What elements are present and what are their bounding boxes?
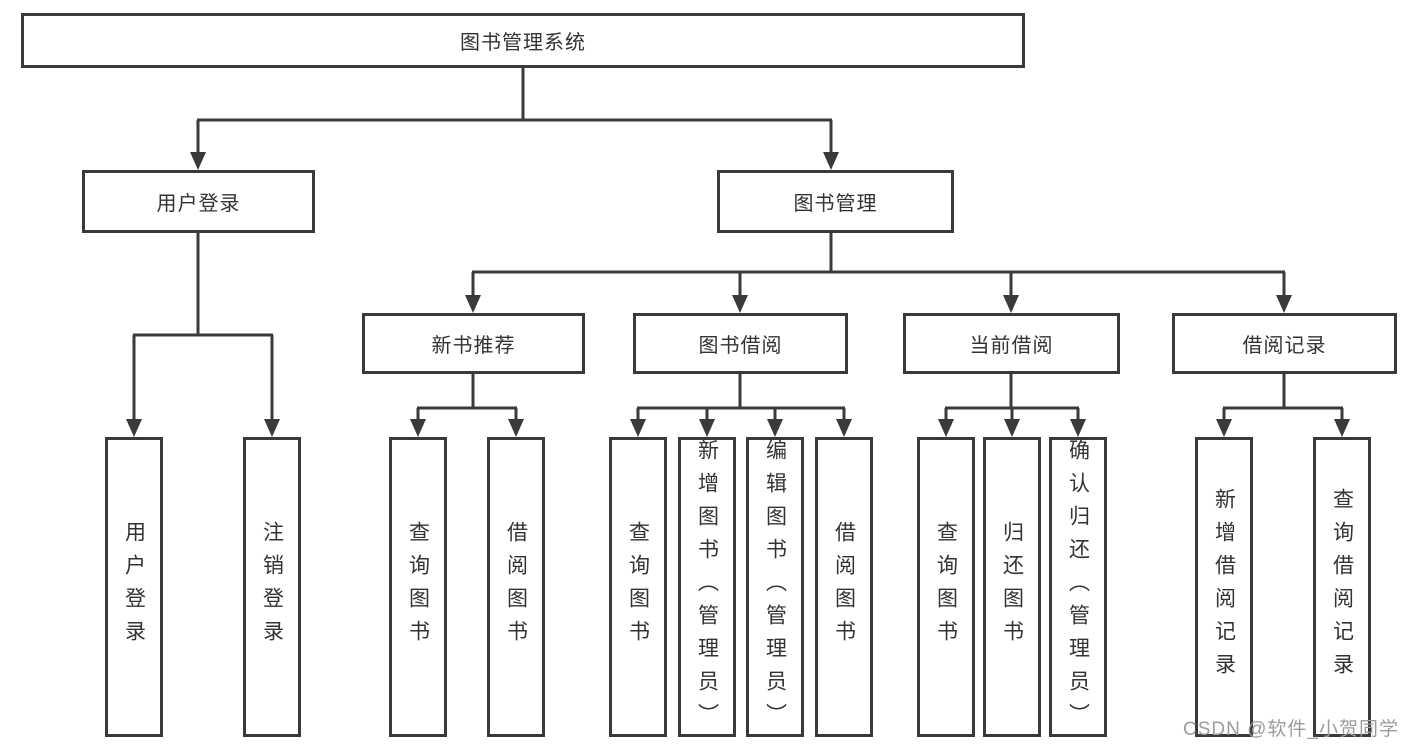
node-label: 查询图书 bbox=[934, 521, 958, 653]
node-book-management: 图书管理 bbox=[717, 170, 954, 233]
node-label: 图书管理 bbox=[793, 193, 878, 215]
node-label: 图书借阅 bbox=[698, 335, 783, 357]
node-nb-query-books: 查询图书 bbox=[389, 437, 447, 737]
node-br-query-record: 查询借阅记录 bbox=[1313, 437, 1371, 737]
node-label: 新增借阅记录 bbox=[1212, 488, 1236, 686]
node-nb-borrow-books: 借阅图书 bbox=[487, 437, 545, 737]
node-label: 图书管理系统 bbox=[460, 32, 586, 54]
node-cb-query-books: 查询图书 bbox=[917, 437, 975, 737]
node-label: 新书推荐 bbox=[431, 335, 516, 357]
node-user-login: 用户登录 bbox=[105, 437, 163, 737]
node-bb-edit-books-admin: 编辑图书（管理员） bbox=[746, 437, 804, 737]
node-book-borrowing: 图书借阅 bbox=[633, 313, 848, 374]
node-label: 查询借阅记录 bbox=[1330, 488, 1354, 686]
node-cb-confirm-return-admin: 确认归还（管理员） bbox=[1049, 437, 1107, 737]
node-borrowing-records: 借阅记录 bbox=[1172, 313, 1397, 374]
node-current-borrowing: 当前借阅 bbox=[903, 313, 1120, 374]
node-label: 当前借阅 bbox=[969, 335, 1054, 357]
node-label: 查询图书 bbox=[626, 521, 650, 653]
node-label: 新增图书（管理员） bbox=[695, 438, 719, 736]
node-label: 借阅图书 bbox=[832, 521, 856, 653]
node-label: 确认归还（管理员） bbox=[1066, 438, 1090, 736]
node-new-book-recommend: 新书推荐 bbox=[362, 313, 585, 374]
node-user-login-group: 用户登录 bbox=[82, 170, 315, 233]
node-label: 用户登录 bbox=[156, 193, 241, 215]
connector-lines bbox=[132, 68, 1344, 422]
node-logout-login: 注销登录 bbox=[243, 437, 301, 737]
node-bb-borrow-books: 借阅图书 bbox=[815, 437, 873, 737]
node-label: 归还图书 bbox=[1000, 521, 1024, 653]
node-label: 编辑图书（管理员） bbox=[763, 438, 787, 736]
node-bb-add-books-admin: 新增图书（管理员） bbox=[678, 437, 736, 737]
node-library-management-system: 图书管理系统 bbox=[21, 13, 1025, 68]
node-label: 借阅图书 bbox=[504, 521, 528, 653]
node-cb-return-books: 归还图书 bbox=[983, 437, 1041, 737]
node-label: 借阅记录 bbox=[1242, 335, 1327, 357]
node-label: 注销登录 bbox=[260, 521, 284, 653]
csdn-watermark: CSDN @软件_小贺同学 bbox=[1183, 719, 1399, 740]
node-br-add-record: 新增借阅记录 bbox=[1195, 437, 1253, 737]
node-bb-query-books: 查询图书 bbox=[609, 437, 667, 737]
node-label: 用户登录 bbox=[122, 521, 146, 653]
node-label: 查询图书 bbox=[406, 521, 430, 653]
